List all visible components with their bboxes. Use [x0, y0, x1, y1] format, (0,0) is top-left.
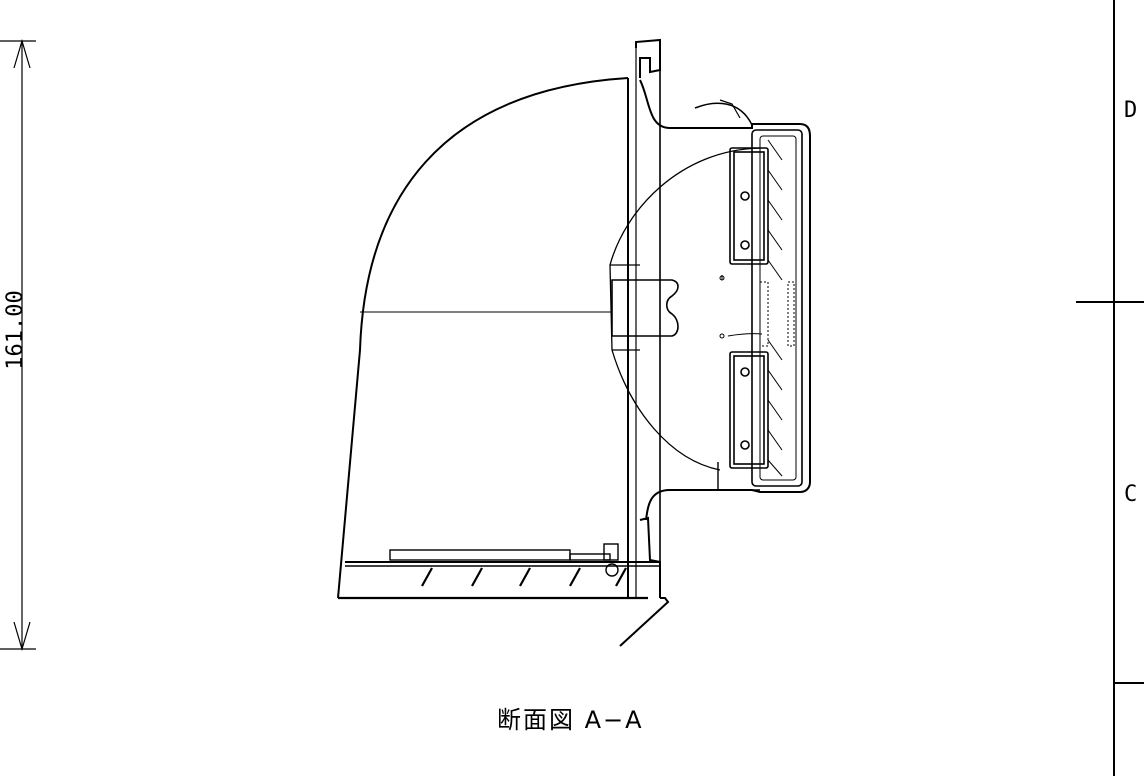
height-dimension: [0, 38, 36, 652]
duct-connector: [639, 79, 811, 521]
hood-body: [337, 38, 670, 647]
center-mechanism: [719, 275, 795, 347]
zone-label-c: C: [1124, 482, 1138, 507]
bottom-filter: [345, 543, 660, 587]
title-block-border: [1076, 0, 1144, 776]
brackets: [717, 147, 769, 491]
dimension-value: 161.00: [3, 290, 28, 369]
damper-disc: [609, 147, 761, 471]
zone-label-d: D: [1124, 98, 1138, 123]
section-caption: 断面図 A−A: [497, 706, 644, 734]
